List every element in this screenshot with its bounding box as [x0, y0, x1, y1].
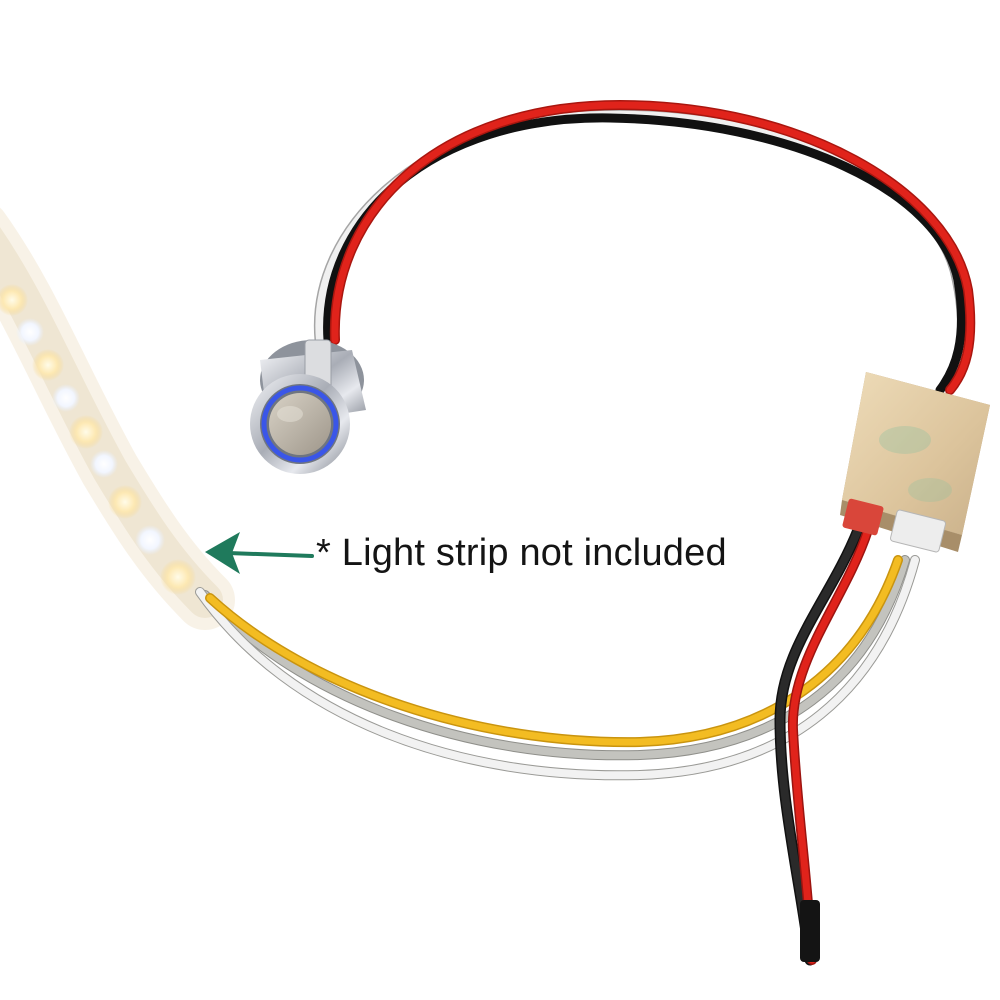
touch-switch [250, 339, 366, 474]
annotation-arrow [205, 532, 314, 574]
light-strip-not-included-note: * Light strip not included [316, 532, 727, 574]
led-chips [0, 284, 196, 595]
led-light-strip [0, 207, 235, 630]
controller-module [840, 372, 990, 553]
power-cable [774, 524, 873, 966]
switch-cable [313, 99, 976, 396]
strip-wires [195, 555, 920, 781]
